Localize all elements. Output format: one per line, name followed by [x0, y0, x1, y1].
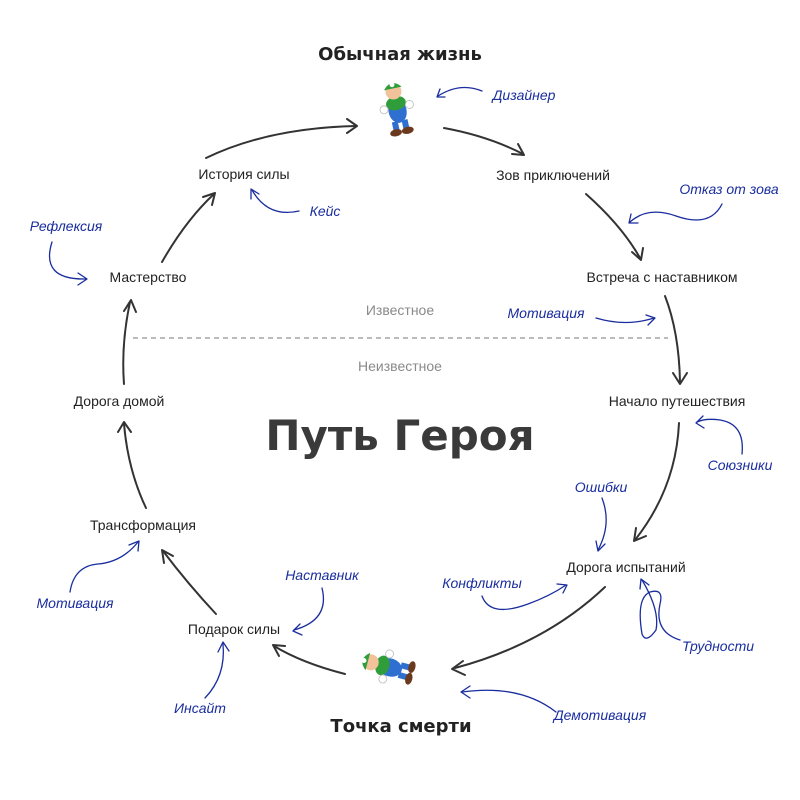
cycle-arrow-mastery-to-story [161, 192, 216, 263]
note-arrow-motivation-left [69, 540, 140, 593]
stage-gift-of-power: Подарок силы [188, 621, 280, 637]
stage-meeting-mentor: Встреча с наставником [587, 269, 738, 285]
note-reflection: Рефлексия [30, 218, 103, 234]
note-conflicts: Конфликты [442, 575, 522, 591]
diagram-title: Путь Героя [265, 411, 534, 460]
note-arrow-allies [695, 415, 743, 455]
region-known-label: Известное [366, 302, 434, 318]
stage-death-point: Точка смерти [330, 716, 471, 737]
hero-standing-icon [374, 78, 420, 139]
hero-fallen-icon [356, 643, 419, 691]
note-arrow-reflection [48, 241, 88, 286]
note-mistakes: Ошибки [575, 479, 628, 495]
note-allies: Союзники [708, 457, 773, 473]
cycle-arrow-gift-to-transformation [161, 549, 217, 615]
note-motivation-right: Мотивация [508, 305, 585, 321]
note-arrow-refusal [628, 203, 723, 224]
cycle-arrow-journey-to-trials [633, 422, 680, 542]
cycle-arrow-trials-to-death [451, 586, 606, 676]
note-arrow-mistakes [595, 497, 607, 552]
note-arrow-mentor [292, 587, 324, 636]
cycle-arrow-road-home-to-mastery [122, 299, 137, 385]
note-difficulties: Трудности [682, 638, 754, 654]
region-unknown-label: Неизвестное [358, 358, 442, 374]
note-mentor: Наставник [285, 567, 360, 583]
stage-journey-start: Начало путешествия [609, 393, 746, 409]
cycle-arrow-transformation-to-road-home [117, 421, 147, 509]
stage-mastery: Мастерство [110, 269, 187, 285]
cycle-arrow-story-to-ordinary [205, 118, 358, 159]
stage-road-of-trials: Дорога испытаний [566, 559, 685, 575]
note-arrow-insight [204, 641, 230, 699]
note-motivation-left: Мотивация [37, 595, 114, 611]
note-arrow-demotivation [460, 685, 557, 713]
note-arrow-motivation-right [595, 314, 656, 326]
stage-transformation: Трансформация [90, 517, 196, 533]
note-arrow-designer [436, 86, 483, 98]
note-refusal-of-call: Отказ от зова [679, 181, 779, 197]
note-arrow-case [250, 188, 300, 213]
stage-road-home: Дорога домой [74, 393, 165, 409]
cycle-arrow-call-to-mentor [585, 193, 644, 261]
note-arrow-difficulties [639, 578, 681, 641]
note-demotivation: Демотивация [552, 707, 647, 723]
note-designer: Дизайнер [491, 87, 556, 103]
stage-story-of-power: История силы [198, 166, 289, 182]
cycle-arrow-mentor-to-journey [664, 295, 688, 385]
stage-ordinary-life: Обычная жизнь [318, 44, 482, 65]
stage-call-to-adventure: Зов приключений [496, 167, 610, 183]
cycle-arrow-ordinary-to-call [443, 127, 525, 156]
cycle-arrow-death-to-gift [272, 644, 346, 675]
note-arrow-conflicts [481, 583, 568, 611]
note-case: Кейс [310, 203, 341, 219]
note-insight: Инсайт [174, 700, 226, 716]
